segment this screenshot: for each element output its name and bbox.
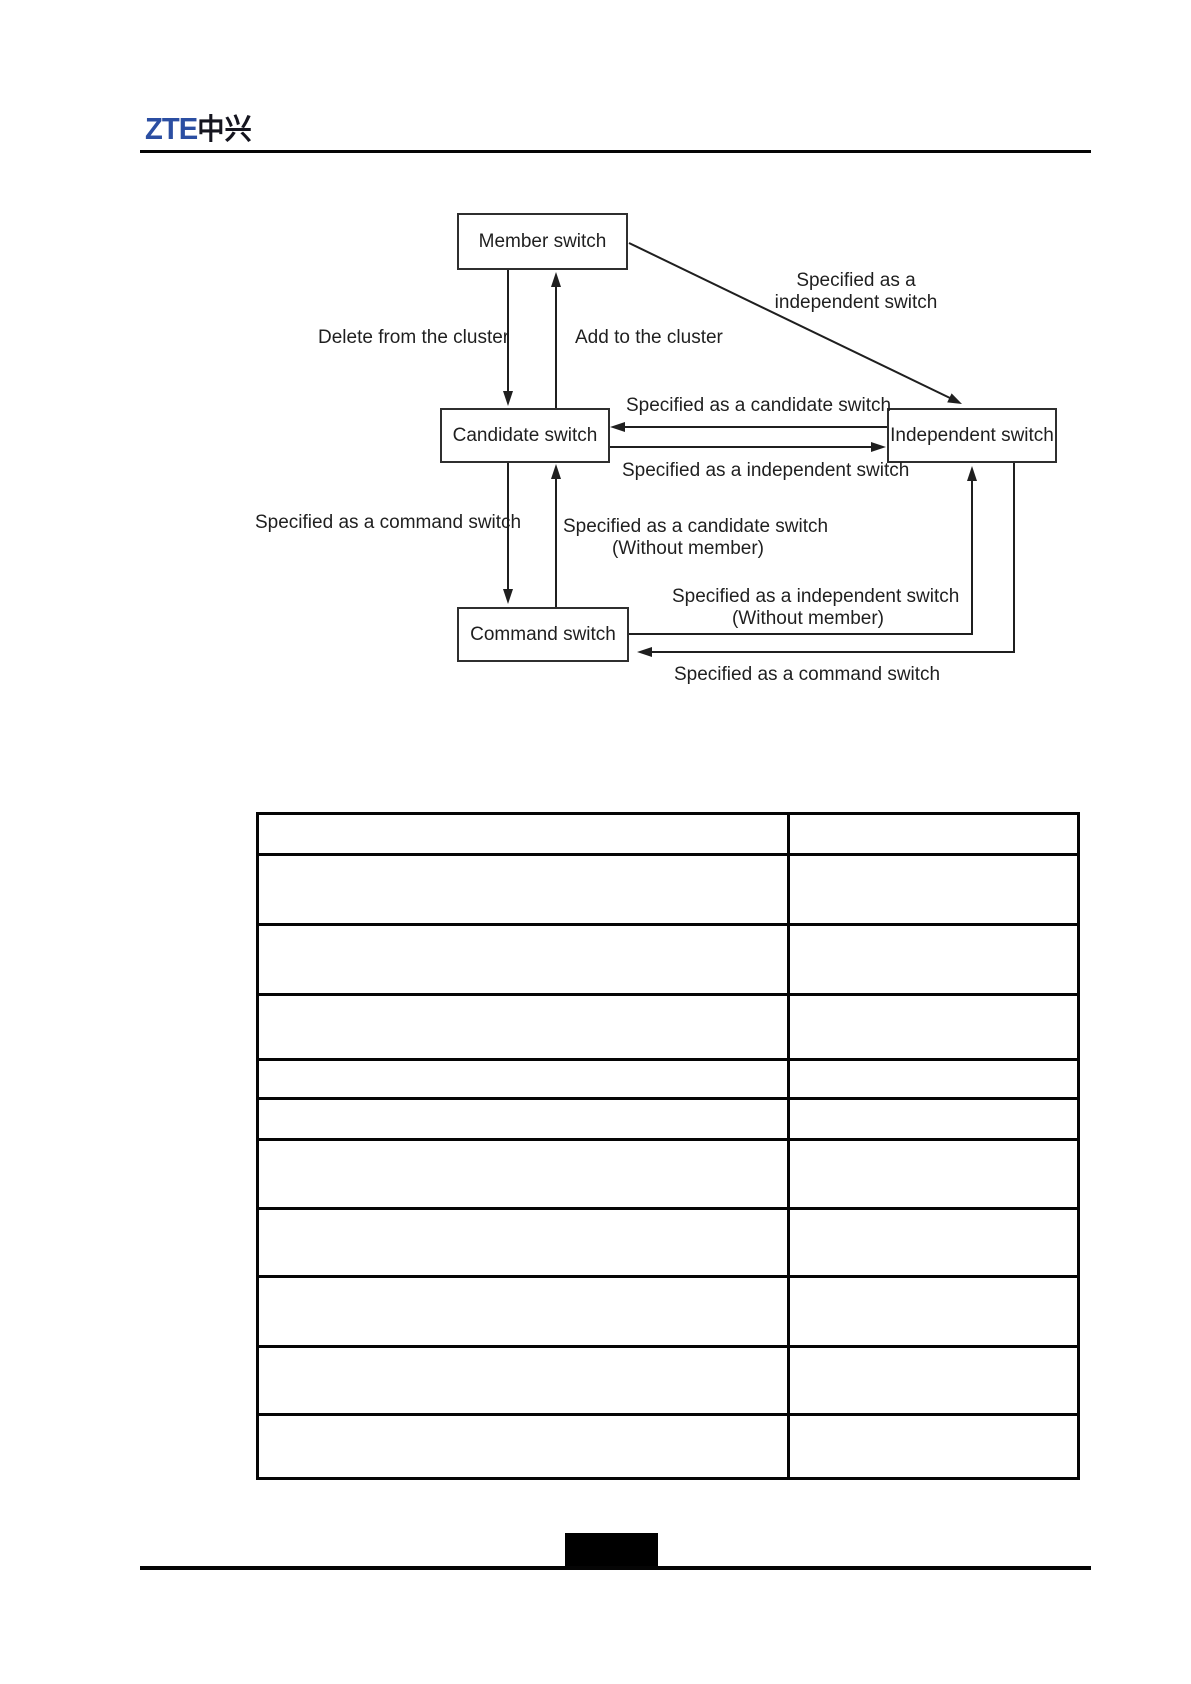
table-row (256, 993, 1080, 1061)
table-cell (787, 1138, 1080, 1210)
zte-logo-latin: ZTE (145, 111, 198, 146)
arrowhead-left-to-candidate (610, 422, 625, 432)
arrowhead-to-independent-top (947, 393, 962, 404)
footer-rule (140, 1566, 1091, 1570)
table-row (256, 1097, 1080, 1141)
table-cell (256, 923, 790, 996)
label-delete-from-cluster: Delete from the cluster (318, 327, 510, 348)
node-candidate-switch: Candidate switch (440, 408, 610, 463)
table-cell (787, 1207, 1080, 1278)
label-add-to-cluster: Add to the cluster (575, 327, 723, 348)
table-row (256, 1138, 1080, 1210)
table-row (256, 1275, 1080, 1348)
table-cell (256, 1097, 790, 1141)
table-cell (256, 812, 790, 856)
table-cell (256, 1138, 790, 1210)
zte-logo-cjk: 中兴 (197, 114, 252, 146)
arrowhead-right-to-independent (871, 442, 886, 452)
transition-table (256, 812, 1080, 1480)
table-cell (787, 1275, 1080, 1348)
table-cell (787, 812, 1080, 856)
arrowhead-up-to-member (551, 272, 561, 287)
table-cell (787, 993, 1080, 1061)
label-specified-candidate-mid: Specified as a candidate switch (626, 395, 892, 416)
table-cell (256, 1058, 790, 1100)
table-cell (787, 853, 1080, 926)
label-line: Specified as a candidate switch (563, 516, 829, 537)
transition-table-body (256, 812, 1080, 1480)
label-line: independent switch (774, 292, 938, 313)
table-cell (787, 1058, 1080, 1100)
node-independent-switch: Independent switch (887, 408, 1057, 463)
label-specified-command-left: Specified as a command switch (255, 512, 522, 533)
edge-independent-to-command-line (651, 463, 1015, 653)
arrowhead-up-to-candidate (551, 464, 561, 479)
label-specified-independent-without-member: Specified as a independent switch (Witho… (672, 586, 960, 630)
label-specified-candidate-without-member: Specified as a candidate switch (Without… (563, 516, 829, 560)
table-cell (787, 923, 1080, 996)
edge-member-to-independent-line (628, 242, 951, 399)
table-cell (256, 993, 790, 1061)
header-rule (140, 150, 1091, 153)
table-cell (256, 1207, 790, 1278)
table-cell (256, 1413, 790, 1480)
label-line: (Without member) (731, 608, 885, 629)
table-cell (256, 1275, 790, 1348)
table-row (256, 1058, 1080, 1100)
node-member-switch: Member switch (457, 213, 628, 270)
table-row (256, 1345, 1080, 1416)
table-row (256, 1413, 1080, 1480)
label-specified-independent-mid: Specified as a independent switch (622, 460, 910, 481)
table-cell (787, 1413, 1080, 1480)
table-row (256, 923, 1080, 996)
edge-command-to-independent-line (629, 480, 973, 635)
node-command-switch: Command switch (457, 607, 629, 662)
label-line: Specified as a (796, 270, 916, 291)
arrowhead-up-to-independent-bottom (967, 466, 977, 481)
arrowhead-down-to-candidate (503, 391, 513, 406)
label-line: Specified as a independent switch (672, 586, 960, 607)
redacted-page-number-block (565, 1533, 658, 1567)
label-line: (Without member) (611, 538, 765, 559)
table-cell (787, 1097, 1080, 1141)
arrowhead-left-to-command (637, 647, 652, 657)
table-cell (787, 1345, 1080, 1416)
label-specified-independent-top: Specified as a independent switch (746, 270, 966, 314)
table-row (256, 812, 1080, 856)
zte-logo: ZTE中兴 (145, 106, 252, 148)
arrowhead-down-to-command (503, 589, 513, 604)
table-row (256, 1207, 1080, 1278)
table-row (256, 853, 1080, 926)
label-specified-command-bottom: Specified as a command switch (674, 664, 941, 685)
table-cell (256, 1345, 790, 1416)
table-cell (256, 853, 790, 926)
